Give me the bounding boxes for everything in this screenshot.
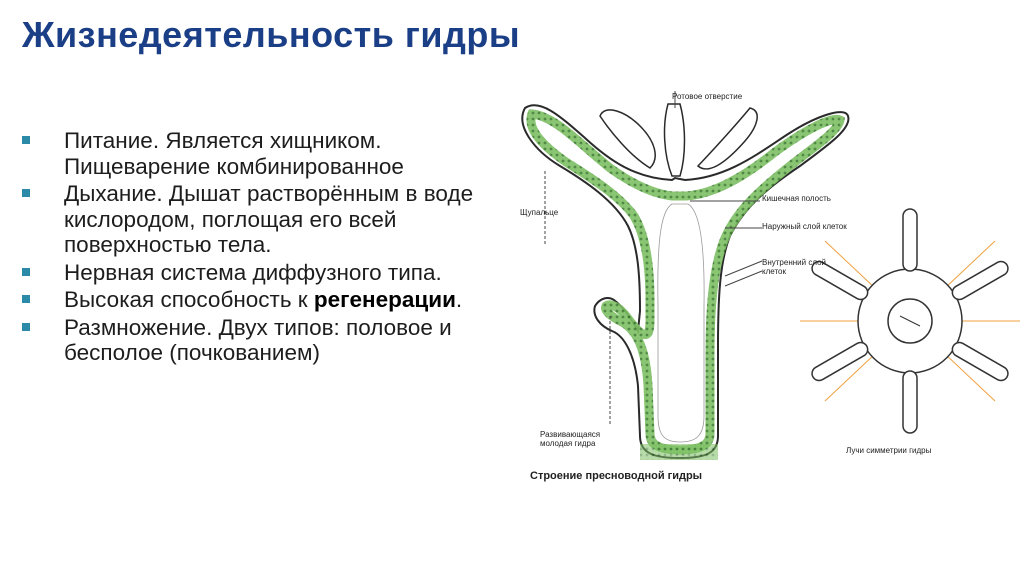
hydra-diagram: Ротовое отверстие Щупальце Кишечная поло… — [500, 86, 1020, 496]
bullet-nervous-text: Нервная система диффузного типа. — [64, 259, 442, 285]
label-outer-layer: Наружный слой клеток — [762, 222, 847, 231]
bullet-nutrition: Питание. Является хищником. Пищеварение … — [22, 128, 492, 179]
slide-title: Жизнедеятельность гидры — [22, 14, 521, 55]
bullet-marker-icon — [22, 267, 30, 276]
symmetry-cross-section — [800, 208, 1020, 434]
label-inner-layer: Внутренний слой клеток — [762, 258, 826, 276]
tentacle-center — [663, 103, 686, 177]
bullet-regeneration-bold: регенерации — [313, 287, 456, 312]
gastric-cavity — [657, 203, 705, 443]
tentacle-left — [599, 109, 656, 169]
hydra-illustration — [521, 91, 1020, 460]
bullet-marker-icon — [22, 295, 30, 303]
tentacle-right — [696, 107, 758, 170]
basal-disc — [640, 444, 718, 460]
bullet-marker-icon — [22, 189, 30, 197]
bullet-respiration: Дыхание. Дышат растворённым в воде кисло… — [22, 181, 492, 258]
label-symmetry: Лучи симметрии гидры — [846, 446, 932, 455]
bullet-regeneration-prefix: Высокая способность к — [64, 287, 314, 312]
bullet-marker-icon — [22, 136, 30, 144]
bullet-regeneration: Высокая способность к регенерации. — [22, 287, 492, 313]
bullet-reproduction: Размножение. Двух типов: половое и беспо… — [22, 315, 492, 366]
bullet-nutrition-text: Питание. Является хищником. Пищеварение … — [64, 128, 404, 179]
bullet-marker-icon — [22, 322, 30, 331]
bullet-nervous-system: Нервная система диффузного типа. — [22, 260, 492, 286]
label-gastric-cavity: Кишечная полость — [762, 194, 831, 203]
label-tentacle: Щупальце — [520, 208, 559, 217]
figure-caption: Строение пресноводной гидры — [530, 470, 703, 482]
bullet-respiration-text: Дыхание. Дышат растворённым в воде кисло… — [64, 181, 474, 257]
bullet-list: Питание. Является хищником. Пищеварение … — [22, 128, 492, 368]
bullet-reproduction-text: Размножение. Двух типов: половое и беспо… — [64, 314, 452, 366]
label-bud: Развивающаяся молодая гидра — [540, 430, 601, 448]
label-mouth: Ротовое отверстие — [672, 92, 743, 101]
bullet-regeneration-suffix: . — [455, 287, 463, 312]
